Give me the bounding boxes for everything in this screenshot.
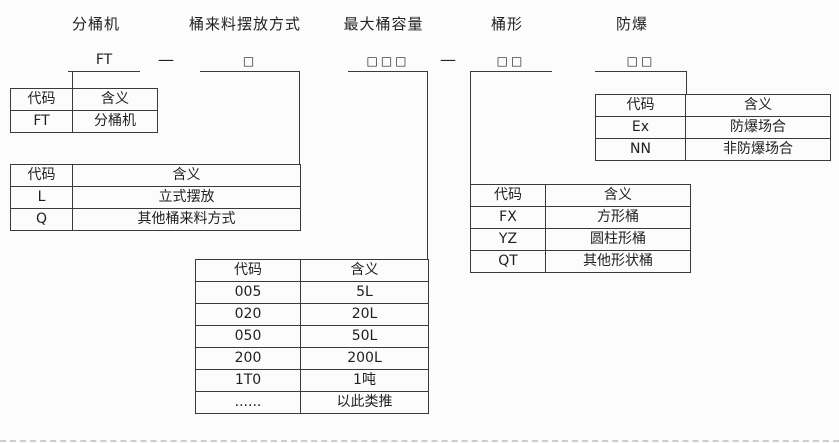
header-cell-code: 代码	[10, 164, 73, 187]
table-row: ...... 以此类推	[195, 391, 429, 414]
table-row: FX 方形桶	[470, 206, 691, 229]
code-segment-placement: □	[242, 54, 258, 68]
underline-shape	[470, 71, 552, 72]
header-cell-code: 代码	[195, 259, 301, 282]
table-row: 1T0 1吨	[195, 369, 429, 392]
header-label-shape: 桶形	[490, 15, 523, 33]
cell-code: FT	[10, 110, 73, 133]
header-cell-code: 代码	[10, 88, 73, 111]
cell-meaning: 防爆场合	[685, 116, 831, 139]
code-segment-explosion: □□	[626, 54, 656, 68]
cell-code: 050	[195, 325, 301, 348]
cell-code: YZ	[470, 228, 546, 251]
cell-meaning: 以此类推	[300, 391, 429, 414]
header-cell-code: 代码	[470, 184, 546, 207]
cell-meaning: 20L	[300, 303, 429, 326]
table-row: 200 200L	[195, 347, 429, 370]
connector-placement	[299, 71, 300, 164]
table-row: YZ 圆柱形桶	[470, 228, 691, 251]
table-row: 005 5L	[195, 281, 429, 304]
underline-capacity	[348, 71, 428, 72]
cell-meaning: 方形桶	[545, 206, 691, 229]
table-header-row: 代码 含义	[195, 259, 429, 282]
table-row: Ex 防爆场合	[595, 116, 831, 139]
table-header-row: 代码 含义	[10, 164, 301, 187]
cell-meaning: 200L	[300, 347, 429, 370]
header-cell-meaning: 含义	[300, 259, 429, 282]
shape-code-table: 代码 含义 FX 方形桶 YZ 圆柱形桶 QT 其他形状桶	[470, 184, 691, 273]
table-header-row: 代码 含义	[470, 184, 691, 207]
connector-explosion	[686, 71, 687, 94]
cell-meaning: 立式摆放	[72, 186, 301, 209]
cell-code: L	[10, 186, 73, 209]
underline-placement	[200, 71, 300, 72]
table-row: Q 其他桶来料方式	[10, 208, 301, 231]
cell-meaning: 圆柱形桶	[545, 228, 691, 251]
header-cell-meaning: 含义	[685, 94, 831, 117]
cell-code: 200	[195, 347, 301, 370]
table-row: FT 分桶机	[10, 110, 158, 133]
cell-code: 020	[195, 303, 301, 326]
cell-meaning: 1吨	[300, 369, 429, 392]
cell-meaning: 50L	[300, 325, 429, 348]
table-header-row: 代码 含义	[595, 94, 831, 117]
connector-shape	[470, 71, 471, 184]
code-segment-machine: FT	[95, 52, 113, 68]
header-label-capacity: 最大桶容量	[343, 15, 424, 33]
cell-code: ......	[195, 391, 301, 414]
cell-code: 1T0	[195, 369, 301, 392]
cell-code: 005	[195, 281, 301, 304]
header-label-explosion: 防爆	[615, 15, 648, 33]
connector-machine	[72, 71, 73, 88]
explosion-code-table: 代码 含义 Ex 防爆场合 NN 非防爆场合	[595, 94, 831, 161]
cell-code: NN	[595, 138, 686, 161]
code-segment-shape: □□	[496, 54, 526, 68]
table-header-row: 代码 含义	[10, 88, 158, 111]
connector-capacity	[427, 71, 428, 259]
underline-explosion	[595, 71, 687, 72]
header-cell-meaning: 含义	[72, 164, 301, 187]
cell-code: Ex	[595, 116, 686, 139]
cell-code: FX	[470, 206, 546, 229]
table-row: QT 其他形状桶	[470, 250, 691, 273]
table-row: 050 50L	[195, 325, 429, 348]
header-cell-code: 代码	[595, 94, 686, 117]
placement-code-table: 代码 含义 L 立式摆放 Q 其他桶来料方式	[10, 164, 301, 231]
code-segment-capacity: □□□	[366, 54, 410, 68]
table-row: L 立式摆放	[10, 186, 301, 209]
code-separator-dash: —	[440, 50, 456, 69]
table-row: NN 非防爆场合	[595, 138, 831, 161]
cell-meaning: 其他形状桶	[545, 250, 691, 273]
capacity-code-table: 代码 含义 005 5L 020 20L 050 50L 200 200L 1T…	[195, 259, 429, 414]
cell-code: QT	[470, 250, 546, 273]
table-row: 020 20L	[195, 303, 429, 326]
header-cell-meaning: 含义	[545, 184, 691, 207]
underline-machine	[68, 71, 140, 72]
machine-code-table: 代码 含义 FT 分桶机	[10, 88, 158, 133]
code-separator-dash: —	[158, 50, 174, 69]
cell-meaning: 非防爆场合	[685, 138, 831, 161]
cell-meaning: 其他桶来料方式	[72, 208, 301, 231]
header-label-machine: 分桶机	[71, 15, 120, 33]
header-cell-meaning: 含义	[72, 88, 158, 111]
page-bottom-dashed-rule	[0, 440, 839, 442]
cell-meaning: 5L	[300, 281, 429, 304]
header-label-placement: 桶来料摆放方式	[188, 15, 301, 33]
cell-meaning: 分桶机	[72, 110, 158, 133]
cell-code: Q	[10, 208, 73, 231]
